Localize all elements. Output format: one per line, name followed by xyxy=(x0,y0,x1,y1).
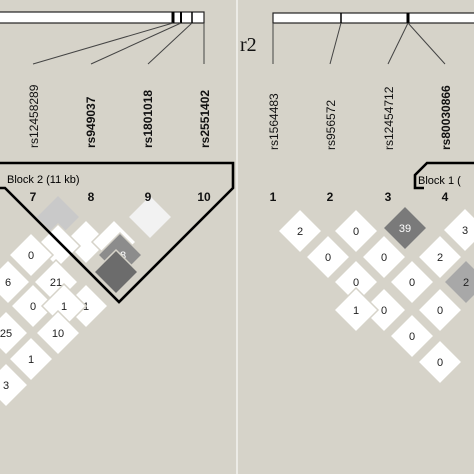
snp-label-rs1564483: rs1564483 xyxy=(267,93,281,150)
right-chromosome-bar xyxy=(272,12,474,24)
position-number: 1 xyxy=(270,190,277,204)
left-ld-cell-value: 6 xyxy=(5,277,11,289)
left-chromosome-bar xyxy=(0,11,205,24)
right-ld-cell-value: 2 xyxy=(437,252,443,264)
snp-label-rs12458289: rs12458289 xyxy=(27,84,41,148)
right-ld-cell xyxy=(416,286,464,334)
left-connector-lines xyxy=(32,22,205,65)
position-number: 3 xyxy=(385,190,392,204)
left-ld-cell-value: 1 xyxy=(28,354,34,366)
right-position-numbers: 1 2 3 4 xyxy=(270,190,449,204)
right-block-label: Block 1 ( xyxy=(418,175,461,187)
left-connector xyxy=(90,22,182,65)
left-region-bar xyxy=(0,11,205,24)
left-ld-cell-value: 21 xyxy=(50,277,62,289)
position-number: 8 xyxy=(88,190,95,204)
right-ld-cell xyxy=(381,204,429,252)
right-ld-cell-value: 2 xyxy=(297,226,303,238)
snp-label-rs1801018: rs1801018 xyxy=(141,90,155,148)
right-ld-cell-value: 0 xyxy=(437,357,443,369)
left-position-numbers: 7 8 9 10 xyxy=(30,190,211,204)
left-ld-matrix: 981021601102513 xyxy=(0,193,174,409)
right-connector-lines xyxy=(272,22,446,65)
position-number: 4 xyxy=(442,190,449,204)
right-ld-cell-value: 0 xyxy=(381,252,387,264)
right-region-bar xyxy=(272,12,474,24)
right-ld-cell xyxy=(388,312,436,360)
left-connector xyxy=(147,22,193,65)
position-number: 10 xyxy=(197,190,211,204)
right-connector xyxy=(387,22,409,65)
left-snp-labels: rs12458289 rs949037 rs1801018 rs2551402 xyxy=(27,84,212,148)
position-number: 2 xyxy=(327,190,334,204)
left-ld-cell xyxy=(0,258,32,306)
right-ld-cell xyxy=(416,338,464,386)
left-haplotype-block-outline xyxy=(0,161,235,304)
snp-label-rs2551402: rs2551402 xyxy=(198,90,212,148)
right-snp-labels: rs1564483 rs956572 rs12454712 rs80030866 xyxy=(267,85,453,150)
right-ld-cell xyxy=(276,207,324,255)
right-ld-cell xyxy=(388,258,436,306)
right-ld-cell-value: 0 xyxy=(353,226,359,238)
left-ld-cell xyxy=(92,248,140,296)
left-ld-cell-value: 25 xyxy=(0,328,12,340)
right-panel: r2 rs1564483 rs956572 rs12454712 rs80030… xyxy=(240,12,474,386)
left-ld-cell-value: 0 xyxy=(28,250,34,262)
left-panel: rs12458289 rs949037 rs1801018 rs2551402 … xyxy=(0,11,235,409)
right-connector xyxy=(407,22,446,65)
left-connector xyxy=(32,22,174,65)
left-ld-cell-value: 1 xyxy=(61,301,67,313)
right-ld-cell-value: 2 xyxy=(463,277,469,289)
left-ld-cell-value: 0 xyxy=(30,301,36,313)
left-block-label: Block 2 (11 kb) xyxy=(7,174,80,186)
snp-label-rs12454712: rs12454712 xyxy=(382,86,396,150)
right-ld-cell xyxy=(441,206,474,254)
right-ld-cell-value: 39 xyxy=(399,223,411,235)
right-ld-cell-value: 0 xyxy=(325,252,331,264)
position-number: 9 xyxy=(145,190,152,204)
right-ld-cell-value: 0 xyxy=(381,305,387,317)
right-ld-cell xyxy=(332,286,380,334)
right-ld-cell-value: 1 xyxy=(353,305,359,317)
right-connector xyxy=(329,22,342,65)
left-ld-cell xyxy=(0,361,30,409)
left-ld-cell xyxy=(9,282,57,330)
left-ld-cell xyxy=(34,309,82,357)
right-haplotype-block-outline xyxy=(413,161,474,190)
snp-label-rs80030866: rs80030866 xyxy=(439,85,453,150)
left-ld-cell xyxy=(7,231,55,279)
right-ld-cell-value: 0 xyxy=(409,277,415,289)
right-ld-cell xyxy=(304,233,352,281)
position-number: 7 xyxy=(30,190,37,204)
left-ld-cell xyxy=(0,309,30,357)
left-ld-cell-value: 3 xyxy=(3,380,9,392)
left-ld-cell xyxy=(7,335,55,383)
r2-legend-label: r2 xyxy=(240,34,257,56)
left-ld-cell-value: 10 xyxy=(52,328,64,340)
right-ld-cell xyxy=(442,258,474,306)
right-ld-cell xyxy=(360,233,408,281)
right-ld-cell-value: 0 xyxy=(409,331,415,343)
snp-label-rs949037: rs949037 xyxy=(84,96,98,148)
right-ld-cell-value: 0 xyxy=(437,305,443,317)
right-ld-cell-value: 3 xyxy=(462,225,468,237)
left-ld-cell xyxy=(126,193,174,241)
right-ld-matrix: 2 0 39 3 0 0 2 2 0 0 0 1 0 0 0 xyxy=(276,204,474,386)
right-ld-cell-value: 0 xyxy=(353,277,359,289)
snp-label-rs956572: rs956572 xyxy=(324,100,338,150)
right-ld-cell xyxy=(416,233,464,281)
right-ld-cell xyxy=(332,207,380,255)
